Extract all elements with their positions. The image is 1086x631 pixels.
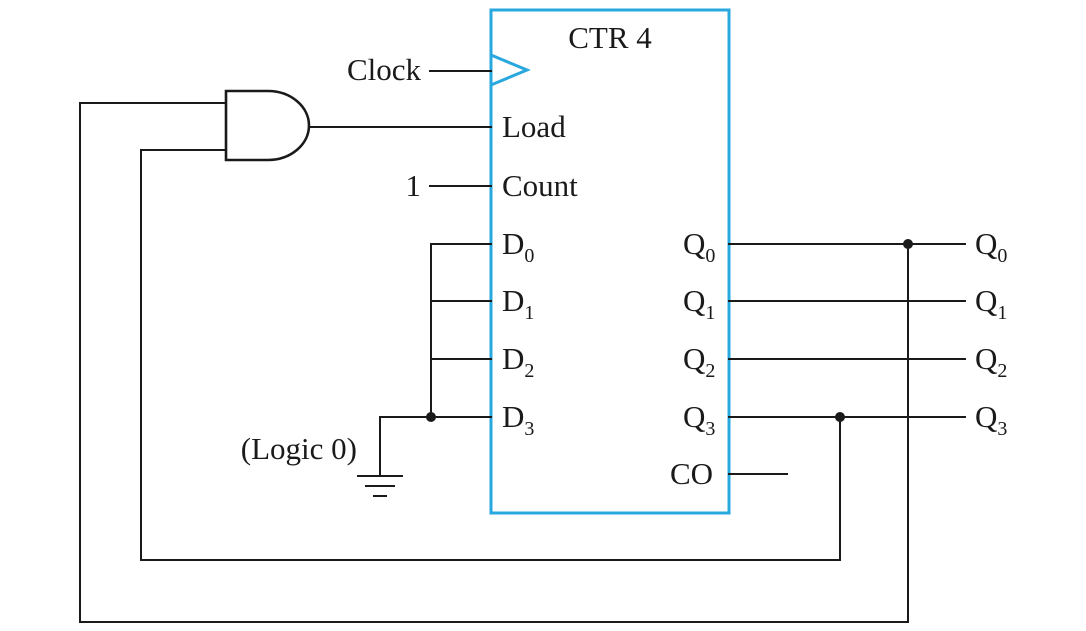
d-bus-junction-dot (426, 412, 436, 422)
d1-label: D1 (502, 283, 534, 324)
feedback-q0-wire (79, 102, 909, 623)
counter-block (489, 8, 731, 515)
q1-label: Q1 (683, 283, 715, 324)
feedback-q3-wire (140, 149, 841, 561)
q0-junction-dot (903, 239, 913, 249)
load-label: Load (502, 109, 566, 144)
ext-q0-label: Q0 (975, 226, 1007, 267)
ext-q1-label: Q1 (975, 283, 1007, 324)
count-label: Count (502, 168, 578, 203)
d3-label: D3 (502, 399, 534, 440)
and-gate (224, 89, 311, 162)
clock-label: Clock (347, 52, 422, 87)
d0-label: D0 (502, 226, 534, 267)
ext-q3-label: Q3 (975, 399, 1007, 440)
count-value-label: 1 (406, 168, 422, 203)
q2-label: Q2 (683, 341, 715, 382)
q3-label: Q3 (683, 399, 715, 440)
q0-label: Q0 (683, 226, 715, 267)
counter-title: CTR 4 (568, 20, 652, 55)
ext-q2-label: Q2 (975, 341, 1007, 382)
d2-label: D2 (502, 341, 534, 382)
clock-triangle-symbol (490, 53, 531, 87)
co-label: CO (670, 456, 713, 491)
q3-junction-dot (835, 412, 845, 422)
logic0-label: (Logic 0) (241, 431, 357, 466)
